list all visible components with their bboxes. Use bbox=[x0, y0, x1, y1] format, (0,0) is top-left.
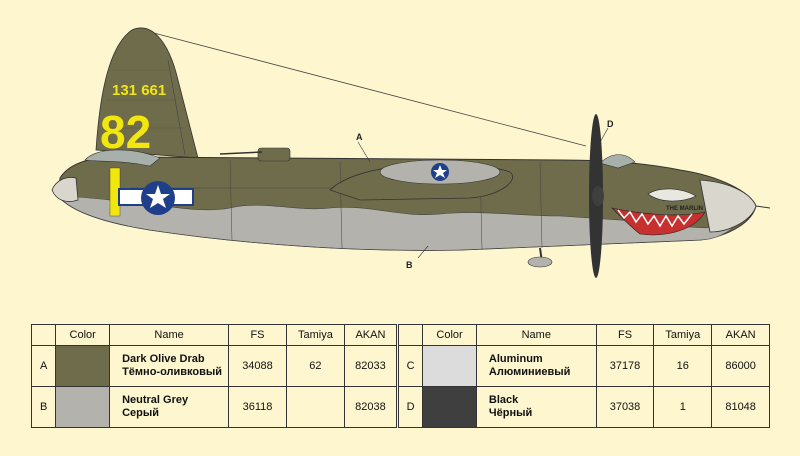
akan-code: 82038 bbox=[343, 386, 398, 428]
header-fs: FS bbox=[595, 324, 655, 346]
row-id: B bbox=[30, 386, 57, 428]
color-swatch bbox=[55, 345, 111, 387]
color-name-ru: Тёмно-оливковый bbox=[122, 366, 223, 378]
header-name: Name bbox=[109, 324, 230, 346]
callout-a: A bbox=[356, 132, 363, 142]
antenna-wire bbox=[149, 31, 587, 147]
header-color: Color bbox=[422, 324, 477, 346]
swatch-fill bbox=[423, 387, 476, 427]
nose-art-fish bbox=[647, 188, 697, 202]
color-swatch bbox=[55, 386, 111, 428]
color-name-en: Neutral Grey bbox=[122, 394, 189, 406]
color-swatch bbox=[422, 386, 477, 428]
header-name: Name bbox=[475, 324, 597, 346]
tamiya-code bbox=[285, 386, 345, 428]
color-name-en: Black bbox=[488, 394, 519, 406]
table-header: Color Name FS Tamiya AKAN bbox=[397, 324, 770, 346]
color-name-ru: Чёрный bbox=[488, 407, 533, 419]
tail-turret bbox=[84, 149, 161, 167]
fs-code: 37038 bbox=[595, 386, 655, 428]
dorsal-turret bbox=[257, 147, 291, 162]
nose-glazing bbox=[51, 177, 79, 202]
cockpit-canopy bbox=[599, 154, 636, 169]
color-name-ru: Серый bbox=[122, 407, 160, 419]
propeller-spinner bbox=[592, 186, 604, 206]
tail-serial: 131 661 bbox=[112, 82, 166, 99]
header-color: Color bbox=[55, 324, 111, 346]
fs-code: 36118 bbox=[228, 386, 287, 428]
tail-fin bbox=[95, 27, 199, 159]
row-id: D bbox=[397, 386, 424, 428]
callout-d: D bbox=[607, 119, 614, 129]
color-name-en: Aluminum bbox=[488, 353, 543, 365]
color-name-ru: Алюминиевый bbox=[488, 366, 571, 378]
rudder-line bbox=[167, 59, 186, 156]
color-swatch bbox=[422, 345, 477, 387]
row-id: A bbox=[30, 345, 57, 387]
akan-code: 86000 bbox=[711, 345, 770, 387]
fs-code: 37178 bbox=[595, 345, 655, 387]
akan-code: 82033 bbox=[343, 345, 398, 387]
color-name-en: Dark Olive Drab bbox=[122, 353, 205, 365]
nose-art-label: THE MARLIN bbox=[666, 206, 703, 212]
akan-code: 81048 bbox=[711, 386, 770, 428]
swatch-fill bbox=[423, 346, 476, 386]
aircraft-profile: 131 661 82 THE MARLIN A B D bbox=[51, 27, 771, 278]
nose-cone bbox=[699, 179, 757, 233]
tamiya-code: 16 bbox=[653, 345, 713, 387]
tamiya-code: 1 bbox=[653, 386, 713, 428]
header-id bbox=[30, 324, 57, 346]
header-akan: AKAN bbox=[343, 324, 398, 346]
header-id bbox=[397, 324, 424, 346]
row-id: C bbox=[397, 345, 424, 387]
header-fs: FS bbox=[228, 324, 287, 346]
color-table-left: Color Name FS Tamiya AKAN A Dark Olive D… bbox=[30, 324, 398, 428]
shark-mouth bbox=[611, 207, 706, 236]
header-tamiya: Tamiya bbox=[285, 324, 345, 346]
swatch-fill bbox=[56, 387, 110, 427]
table-header: Color Name FS Tamiya AKAN bbox=[30, 324, 398, 346]
underside-grey bbox=[57, 195, 741, 251]
tamiya-code: 62 bbox=[285, 345, 345, 387]
swatch-fill bbox=[56, 346, 110, 386]
main-wheel bbox=[527, 256, 553, 268]
header-akan: AKAN bbox=[711, 324, 770, 346]
fs-code: 34088 bbox=[228, 345, 287, 387]
tail-number: 82 bbox=[100, 106, 151, 158]
callout-b: B bbox=[406, 260, 413, 270]
header-tamiya: Tamiya bbox=[653, 324, 713, 346]
